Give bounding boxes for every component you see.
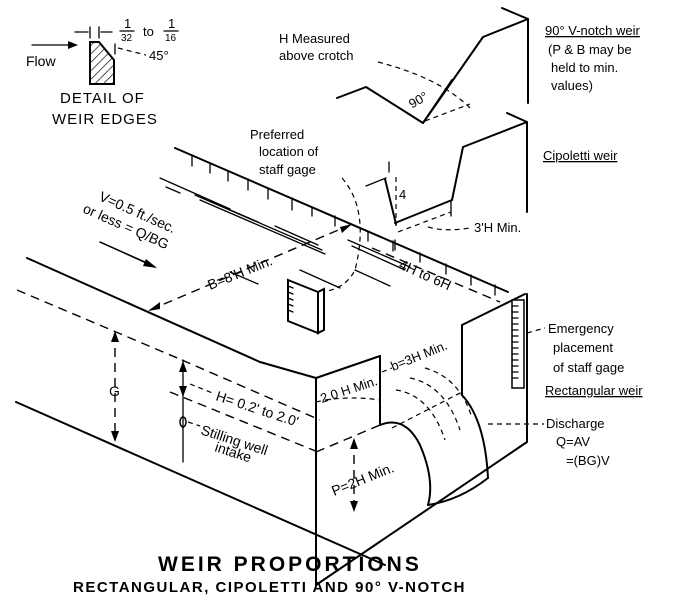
vnotch-angle-label: 90° bbox=[406, 88, 431, 111]
crest-length-leader bbox=[381, 367, 393, 373]
discharge-line1: Discharge bbox=[546, 416, 605, 431]
crest-level-line bbox=[169, 391, 319, 453]
diagram-title: WEIR PROPORTIONS bbox=[158, 553, 422, 576]
channel-bottom-edge bbox=[15, 401, 386, 566]
crest-height-arrowhead-top bbox=[350, 438, 358, 449]
nappe-bottom bbox=[427, 477, 489, 506]
end-contraction-leader bbox=[315, 397, 381, 403]
rectangular-weir-title: Rectangular weir bbox=[545, 383, 643, 398]
stilling-well-intake bbox=[179, 416, 187, 428]
channel-water-line bbox=[181, 359, 321, 421]
width-arrowhead-left bbox=[148, 302, 160, 311]
flow-arrowhead bbox=[68, 41, 78, 49]
weir-edge-detail: Flow 1 32 to 1 16 45° DETAIL OF WEIR EDG… bbox=[26, 16, 179, 128]
thickness-num2: 1 bbox=[168, 16, 175, 31]
cipoletti-dist-dim bbox=[397, 211, 452, 233]
slope-rise-label: 4 bbox=[399, 187, 406, 202]
vnotch-baseline bbox=[424, 103, 471, 122]
rectangular-weir-box: 2.0 H Min. b=3H Min. P=2H Min. Emergency… bbox=[259, 293, 643, 586]
width-arrowhead-right bbox=[340, 224, 352, 233]
crest-line-front bbox=[315, 424, 381, 453]
gage-distance-label: 4H to 6H bbox=[397, 256, 454, 293]
discharge-line3: =(BG)V bbox=[566, 453, 610, 468]
channel-front-water-edge bbox=[16, 289, 183, 361]
nappe-right-edge bbox=[461, 394, 489, 479]
end-contraction-label: 2.0 H Min. bbox=[318, 373, 379, 406]
weir-edge-section bbox=[89, 41, 115, 85]
box-top-right-edge bbox=[315, 355, 381, 379]
vnotch-note-line3: values) bbox=[551, 78, 593, 93]
head-label: H= 0.2' to 2.0' bbox=[214, 388, 301, 430]
back-edge-ticks bbox=[191, 155, 496, 296]
thickness-den2: 16 bbox=[165, 33, 177, 44]
emergency-line2: placement bbox=[553, 340, 613, 355]
head-leader bbox=[189, 383, 216, 395]
detail-caption-line1: DETAIL OF bbox=[60, 90, 145, 107]
staff-gage-emergency bbox=[511, 299, 525, 389]
head-arrowhead-top bbox=[179, 361, 187, 372]
stilling-leader bbox=[187, 421, 201, 427]
vnotch-note-line1: (P & B may be bbox=[548, 42, 632, 57]
box-top-right-wall bbox=[461, 293, 526, 326]
preferred-line1: Preferred bbox=[250, 127, 304, 142]
vnotch-weir-title: 90° V-notch weir bbox=[545, 23, 640, 38]
thickness-den1: 32 bbox=[121, 33, 133, 44]
depth-arrowhead-bottom bbox=[111, 431, 119, 442]
depth-arrowhead-top bbox=[111, 331, 119, 342]
staff-gage-preferred bbox=[287, 278, 325, 335]
channel-back-edge bbox=[174, 147, 509, 293]
thickness-to: to bbox=[143, 24, 154, 39]
h-measured-line1: H Measured bbox=[279, 31, 350, 46]
width-dim-line bbox=[149, 224, 351, 311]
vnotch-top-edge bbox=[501, 7, 529, 20]
cipoletti-outline bbox=[394, 121, 528, 224]
emergency-line1: Emergency bbox=[548, 321, 614, 336]
vnotch-note-line2: held to min. bbox=[551, 60, 618, 75]
flow-label: Flow bbox=[26, 53, 56, 69]
emergency-line3: of staff gage bbox=[553, 360, 624, 375]
slope-run-line bbox=[365, 177, 387, 187]
cipoletti-dist-leader bbox=[427, 226, 471, 231]
nappe-centerline bbox=[391, 391, 463, 429]
angle-45-label: 45° bbox=[149, 48, 169, 63]
crest-height-arrowhead-bottom bbox=[350, 501, 358, 512]
preferred-line3: staff gage bbox=[259, 162, 316, 177]
vnotch-h-leader bbox=[377, 61, 471, 109]
box-bottom-edge bbox=[315, 441, 528, 586]
discharge-line2: Q=AV bbox=[556, 434, 590, 449]
box-top-front-edge bbox=[259, 361, 317, 379]
cipoletti-distance-label: 3'H Min. bbox=[474, 220, 521, 235]
width-label: B=8'H Min. bbox=[205, 252, 274, 292]
velocity-arrowhead bbox=[143, 259, 157, 268]
crest-length-label: b=3H Min. bbox=[389, 338, 450, 374]
channel-front-top-edge bbox=[26, 257, 261, 363]
preferred-line2: location of bbox=[259, 144, 319, 159]
cipoletti-top-edge bbox=[506, 112, 528, 123]
cipoletti-weir-title: Cipoletti weir bbox=[543, 148, 618, 163]
gage-distance-dim bbox=[371, 247, 501, 303]
h-measured-line2: above crotch bbox=[279, 48, 353, 63]
crest-height-label: P=2H Min. bbox=[329, 459, 396, 498]
detail-caption-line2: WEIR EDGES bbox=[52, 111, 158, 128]
head-arrowhead-bottom bbox=[179, 386, 187, 397]
nappe-left-edge bbox=[379, 421, 432, 506]
thickness-num1: 1 bbox=[124, 16, 131, 31]
cipoletti-weir-plate: 4 3'H Min. Cipoletti weir bbox=[365, 112, 618, 235]
depth-label: G bbox=[109, 383, 120, 399]
cipoletti-side-slope bbox=[384, 178, 397, 225]
emergency-leader bbox=[526, 327, 546, 334]
vnotch-weir-plate: 90° H Measured above crotch 90° V-notch … bbox=[279, 7, 640, 124]
nappe-flow-lines bbox=[395, 367, 473, 441]
diagram-subtitle: RECTANGULAR, CIPOLETTI AND 90° V-NOTCH bbox=[73, 579, 466, 596]
preferred-leader bbox=[319, 177, 361, 293]
vnotch-center bbox=[422, 79, 453, 124]
angle-leader bbox=[117, 47, 147, 56]
